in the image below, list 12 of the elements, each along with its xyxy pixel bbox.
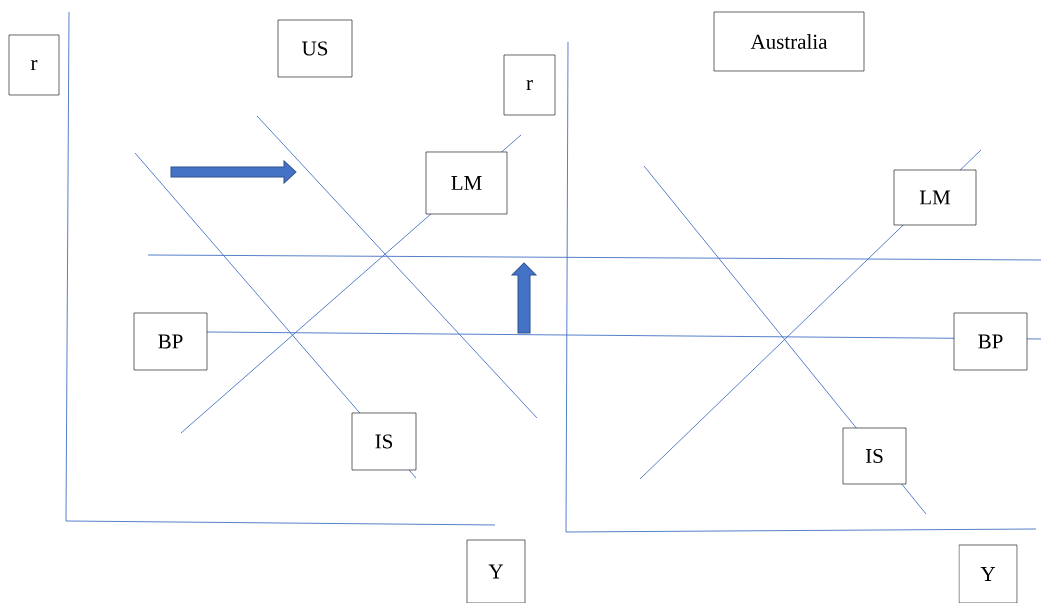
- label-box: IS: [351, 412, 417, 471]
- label-box: Y: [958, 544, 1018, 603]
- label-box: IS: [842, 427, 907, 485]
- label-box: BP: [953, 312, 1028, 371]
- label-box: US: [277, 19, 353, 78]
- label-box: r: [8, 34, 60, 96]
- label-box: r: [503, 54, 556, 116]
- label-box: LM: [893, 169, 977, 226]
- label-box: LM: [425, 151, 508, 215]
- label-box: Y: [466, 539, 526, 603]
- label-box: BP: [133, 312, 208, 371]
- label-box: Australia: [713, 11, 865, 72]
